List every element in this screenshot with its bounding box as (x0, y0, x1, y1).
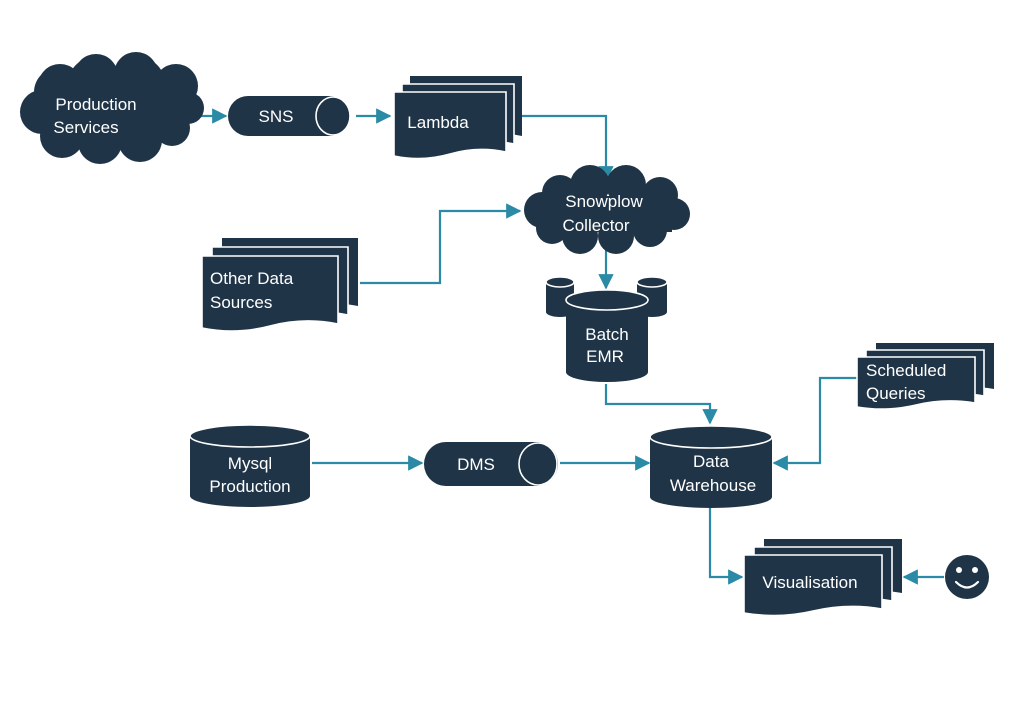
smiley-face-icon (945, 555, 989, 599)
node-label-line1: Snowplow (565, 192, 643, 211)
edge-other-sources-to-snowplow (360, 203, 522, 285)
node-label-line1: Batch (585, 325, 628, 344)
document-front (743, 554, 883, 617)
database-top (649, 425, 773, 449)
database-bottom (650, 486, 772, 508)
node-batch-emr: Batch EMR (545, 276, 668, 382)
pipe-end-cap (518, 442, 558, 486)
node-snowplow-collector: Snowplow Collector (524, 165, 690, 254)
document-front (856, 356, 976, 410)
document-front (201, 255, 339, 332)
node-label-line2: Queries (866, 384, 926, 403)
connectors (195, 108, 944, 585)
node-dms: DMS (424, 442, 558, 486)
node-label: DMS (457, 455, 495, 474)
node-label-line1: Data (693, 452, 729, 471)
node-visualisation: Visualisation (743, 539, 902, 617)
node-label: SNS (259, 107, 294, 126)
document-front (393, 91, 507, 160)
database-bottom (190, 485, 310, 507)
pipe-end-cap (315, 96, 351, 136)
edge-lambda-to-snowplow (520, 114, 614, 182)
node-mysql-production: Mysql Production (189, 424, 311, 507)
node-production-services: Production Services (20, 52, 204, 164)
node-sns: SNS (228, 96, 351, 136)
node-label-line2: Warehouse (670, 476, 756, 495)
node-label-line1: Mysql (228, 454, 272, 473)
edge-warehouse-to-visualisation (708, 506, 744, 585)
node-label-line1: Production (55, 95, 136, 114)
node-scheduled-queries: Scheduled Queries (856, 343, 994, 410)
database-shape (565, 289, 649, 382)
node-label-line2: Sources (210, 293, 272, 312)
cloud-shape (20, 57, 192, 164)
edge-scheduled-to-warehouse (772, 376, 857, 471)
node-label-line2: EMR (586, 347, 624, 366)
edge-batch-emr-to-warehouse (604, 384, 718, 425)
cloud-shape (524, 165, 690, 254)
node-label-line1: Other Data (210, 269, 294, 288)
node-label-line2: Collector (562, 216, 629, 235)
node-label-line2: Services (53, 118, 118, 137)
database-top (189, 424, 311, 448)
node-other-data-sources: Other Data Sources (201, 238, 358, 332)
node-label: Lambda (407, 113, 469, 132)
node-lambda: Lambda (393, 76, 522, 160)
node-label-line1: Scheduled (866, 361, 946, 380)
node-label-line2: Production (209, 477, 290, 496)
node-data-warehouse: Data Warehouse (649, 425, 773, 508)
node-label: Visualisation (762, 573, 857, 592)
